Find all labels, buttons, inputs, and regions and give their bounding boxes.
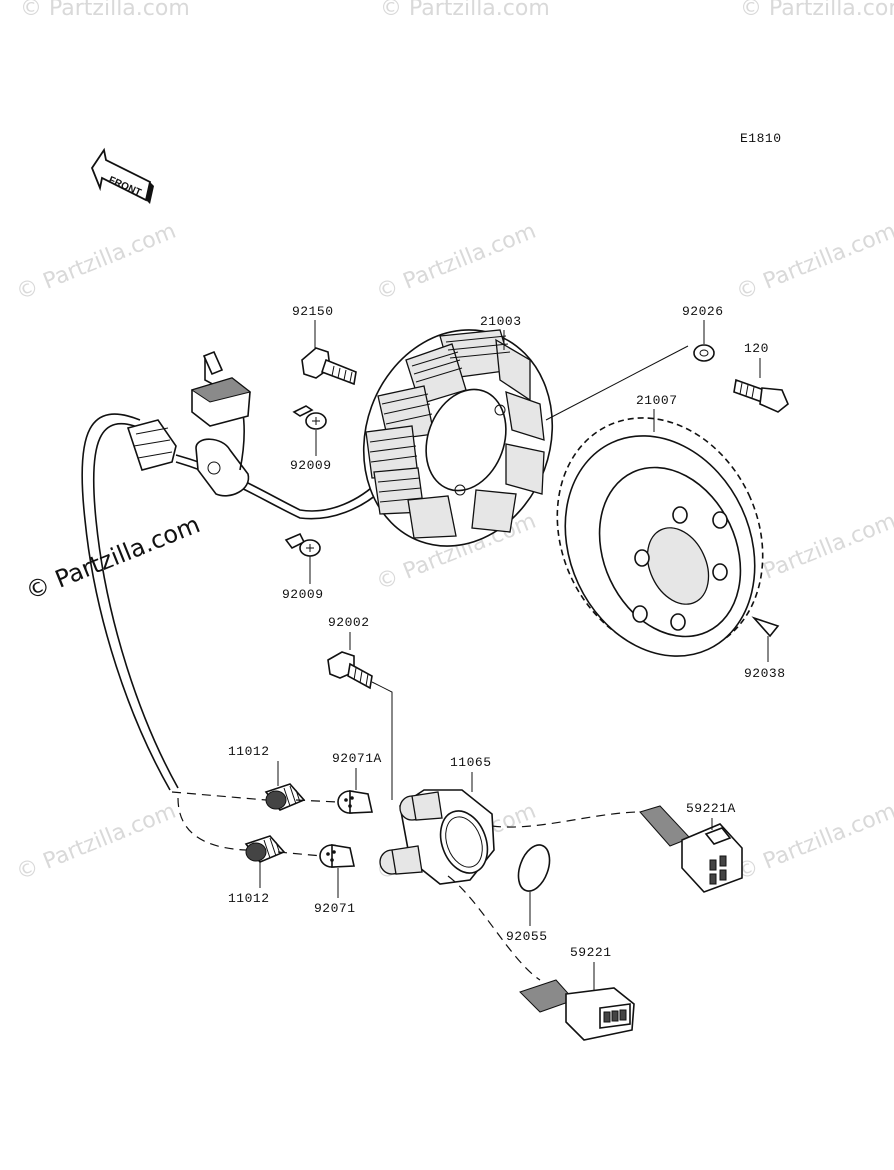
screw-92009-b-icon	[284, 532, 321, 557]
label-92038: 92038	[744, 666, 786, 681]
screw-92009-icon	[292, 405, 327, 430]
label-11065: 11065	[450, 755, 492, 770]
watermark: © Partzilla.com	[13, 219, 180, 306]
grommet-11012-b-icon	[244, 835, 286, 863]
label-21007: 21007	[636, 393, 678, 408]
label-120: 120	[744, 341, 769, 356]
rotor-21007	[556, 417, 764, 657]
watermark: © Partzilla.com	[380, 0, 550, 21]
label-11012-b: 11012	[228, 891, 270, 906]
label-92026: 92026	[682, 304, 724, 319]
front-arrow-icon: FRONT	[90, 147, 154, 204]
watermark: © Partzilla.com	[740, 0, 894, 21]
label-92071a: 92071A	[332, 751, 382, 766]
label-92150: 92150	[292, 304, 334, 319]
watermark-main: © Partzilla.com	[22, 510, 204, 605]
label-92071: 92071	[314, 901, 356, 916]
label-92055: 92055	[506, 929, 548, 944]
bolt-120-icon	[733, 378, 789, 413]
connector-59221-icon	[519, 979, 635, 1041]
wire-harness	[81, 358, 383, 791]
holder-11065	[379, 789, 495, 885]
plug-92071-icon	[319, 844, 355, 868]
label-92009-a: 92009	[290, 458, 332, 473]
bolt-92002-icon	[327, 651, 373, 690]
pickup-coil	[190, 350, 252, 427]
label-59221a: 59221A	[686, 801, 736, 816]
connector-59221a-icon	[639, 805, 743, 893]
key-92038-icon	[751, 616, 780, 638]
watermark: © Partzilla.com	[13, 799, 180, 886]
watermark: © Partzilla.com	[20, 0, 190, 21]
watermark: © Partzilla.com	[733, 219, 894, 306]
label-21003: 21003	[480, 314, 522, 329]
stator-21003	[362, 329, 554, 547]
label-59221: 59221	[570, 945, 612, 960]
watermark: © Partzilla.com	[733, 799, 894, 886]
plug-92071a-icon	[337, 790, 373, 814]
watermark: © Partzilla.com	[373, 219, 540, 306]
diagram-code: E1810	[740, 131, 782, 146]
washer-92026-icon	[693, 344, 715, 362]
label-11012-a: 11012	[228, 744, 270, 759]
grommet-11012-a-icon	[264, 783, 306, 811]
o-ring-92055-icon	[517, 844, 551, 892]
label-92009-b: 92009	[282, 587, 324, 602]
label-92002: 92002	[328, 615, 370, 630]
bolt-92150-icon	[301, 347, 357, 386]
